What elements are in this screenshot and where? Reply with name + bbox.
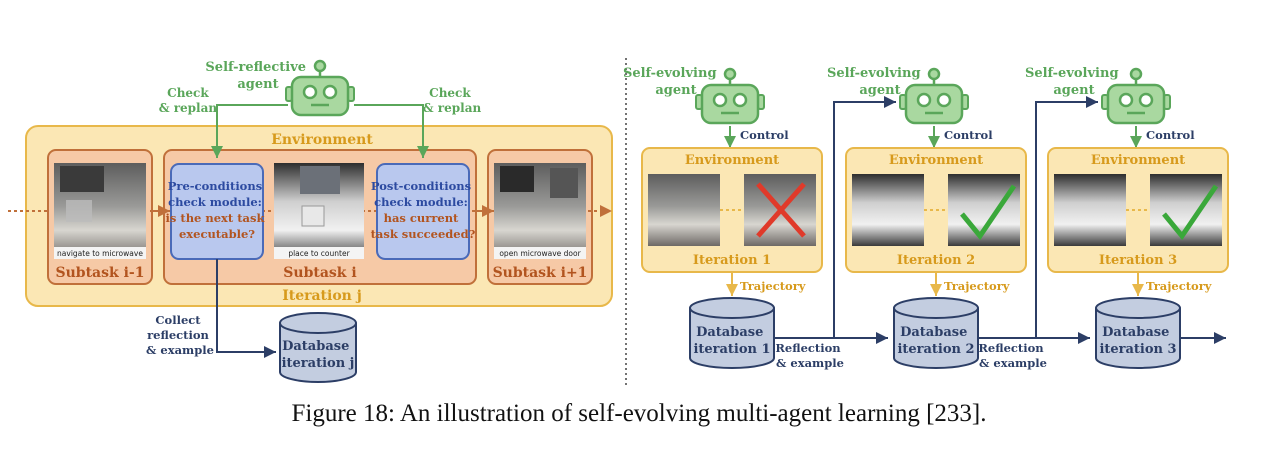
post-module-line-4: task succeeded? <box>371 227 476 241</box>
trajectory-label-3: Trajectory <box>1146 279 1212 293</box>
self-evolving-label-3b: agent <box>1053 83 1094 98</box>
self-evolving-label-2b: agent <box>859 83 900 98</box>
self-evolving-label-2a: Self-evolving <box>827 66 921 81</box>
database-iteration-1: Database iteration 1 <box>689 297 775 369</box>
control-label-2: Control <box>944 128 993 142</box>
iteration-1-label: Iteration 1 <box>693 253 771 268</box>
post-module-line-3: has current <box>384 211 459 225</box>
svg-text:Reflection & example: Reflection & example <box>978 341 1047 370</box>
left-panel: Environment Iteration j Subtask i-1 Subt… <box>8 59 613 383</box>
check-replan-right-2: & replan <box>423 101 482 115</box>
self-reflective-label-2: agent <box>237 77 278 92</box>
svg-text:Collect reflection: Collect reflection & example <box>146 313 214 357</box>
iteration-3-label: Iteration 3 <box>1099 253 1177 268</box>
environment-label-2: Environment <box>889 153 983 168</box>
evolve-arrow-1 <box>833 96 896 338</box>
trajectory-label-2: Trajectory <box>944 279 1010 293</box>
pre-module-line-4: executable? <box>179 227 255 241</box>
pre-module-line-1: Pre-conditions <box>168 179 262 193</box>
svg-text:Post-conditions check mo: Post-conditions check module: has curren… <box>371 179 476 241</box>
environment-label-1: Environment <box>685 153 779 168</box>
control-label-3: Control <box>1146 128 1195 142</box>
check-replan-left-2: & replan <box>159 101 218 115</box>
collect-reflection-arrow <box>216 259 276 358</box>
reflection-label-1b: & example <box>776 356 844 370</box>
collect-label-2: reflection <box>147 328 209 342</box>
database-iteration-3: Database iteration 3 <box>1095 297 1181 369</box>
self-evolving-diagram: Environment Iteration j Subtask i-1 Subt… <box>8 58 1229 385</box>
database-j-line-2: iteration j <box>282 356 355 371</box>
iter2-frame-a <box>852 174 924 246</box>
evolve-arrow-2 <box>1035 96 1098 338</box>
check-replan-right-1: Check <box>429 86 471 100</box>
svg-text:Database iteration 2: Database iteration 2 <box>897 325 974 357</box>
frame-caption-1: navigate to microwave <box>57 249 143 258</box>
svg-text:Pre-conditions check mod: Pre-conditions check module: is the next… <box>166 179 269 241</box>
right-panel: Self-evolving agent Control Environment … <box>623 66 1229 370</box>
control-label-1: Control <box>740 128 789 142</box>
subtask-next-label: Subtask i+1 <box>493 265 588 281</box>
collect-label-3: & example <box>146 343 214 357</box>
iteration-3-block: Self-evolving agent Control Environment … <box>1025 66 1229 369</box>
database-2-line-1: Database <box>900 325 967 340</box>
environment-label-3: Environment <box>1091 153 1185 168</box>
collect-label-1: Collect <box>155 313 201 327</box>
iter1-frame-a <box>648 174 720 246</box>
self-evolving-label-3a: Self-evolving <box>1025 66 1119 81</box>
check-icon-2 <box>960 184 1017 241</box>
iteration-1-block: Self-evolving agent Control Environment … <box>623 66 823 369</box>
pre-module-line-2: check module: <box>168 195 262 209</box>
svg-text:Self-evolving agent: Self-evolving agent <box>827 66 925 98</box>
database-3-line-1: Database <box>1102 325 1169 340</box>
check-replan-left-arrow <box>211 104 288 158</box>
svg-text:Check & replan Che: Check & replan Check & replan <box>159 86 482 115</box>
subtask-cur-label: Subtask i <box>283 265 356 281</box>
svg-text:Self-reflective agent: Self-reflective agent <box>205 60 310 92</box>
database-iteration-j: Database iteration j <box>279 312 357 383</box>
post-module-line-2: check module: <box>374 195 468 209</box>
left-iteration-label: Iteration j <box>282 288 362 304</box>
figure-caption: Figure 18: An illustration of self-evolv… <box>291 400 987 427</box>
frame-open-microwave: open microwave door <box>494 163 586 259</box>
self-reflective-label-1: Self-reflective <box>205 60 306 75</box>
self-evolving-label-1b: agent <box>655 83 696 98</box>
self-evolving-label-1a: Self-evolving <box>623 66 717 81</box>
svg-text:Database iteration j: Database iteration j <box>282 339 355 371</box>
svg-text:Database iteration 3: Database iteration 3 <box>1099 325 1176 357</box>
database-1-line-1: Database <box>696 325 763 340</box>
trajectory-label-1: Trajectory <box>740 279 806 293</box>
iter2-frame-b <box>948 174 1020 246</box>
frame-navigate-microwave: navigate to microwave <box>54 163 146 259</box>
cross-icon <box>756 182 806 238</box>
pre-module-line-3: is the next task <box>166 211 266 225</box>
svg-text:Database iteration 1: Database iteration 1 <box>693 325 770 357</box>
svg-text:Reflection & example: Reflection & example <box>775 341 844 370</box>
database-2-line-2: iteration 2 <box>897 342 974 357</box>
iteration-2-label: Iteration 2 <box>897 253 975 268</box>
frame-caption-2: place to counter <box>288 249 350 258</box>
iteration-2-block: Self-evolving agent Control Environment … <box>827 66 1027 369</box>
iter3-frame-b <box>1150 174 1222 246</box>
database-j-line-1: Database <box>282 339 349 354</box>
iter3-frame-a <box>1054 174 1126 246</box>
check-icon-3 <box>1162 184 1219 241</box>
post-conditions-module <box>376 163 470 260</box>
frame-caption-3: open microwave door <box>499 249 581 258</box>
database-iteration-2: Database iteration 2 <box>893 297 979 369</box>
svg-text:Self-evolving agent: Self-evolving agent <box>1025 66 1123 98</box>
reflection-label-1a: Reflection <box>775 341 841 355</box>
database-1-line-2: iteration 1 <box>693 342 770 357</box>
svg-text:Self-evolving agent: Self-evolving agent <box>623 66 721 98</box>
check-replan-right-arrow <box>354 104 429 158</box>
left-environment-label: Environment <box>271 132 373 148</box>
frame-place-counter: place to counter <box>274 163 364 259</box>
reflection-label-2b: & example <box>979 356 1047 370</box>
database-3-line-2: iteration 3 <box>1099 342 1176 357</box>
reflection-label-2a: Reflection <box>978 341 1044 355</box>
check-replan-left-1: Check <box>167 86 209 100</box>
post-module-line-1: Post-conditions <box>371 179 471 193</box>
subtask-prev-label: Subtask i-1 <box>56 265 145 281</box>
